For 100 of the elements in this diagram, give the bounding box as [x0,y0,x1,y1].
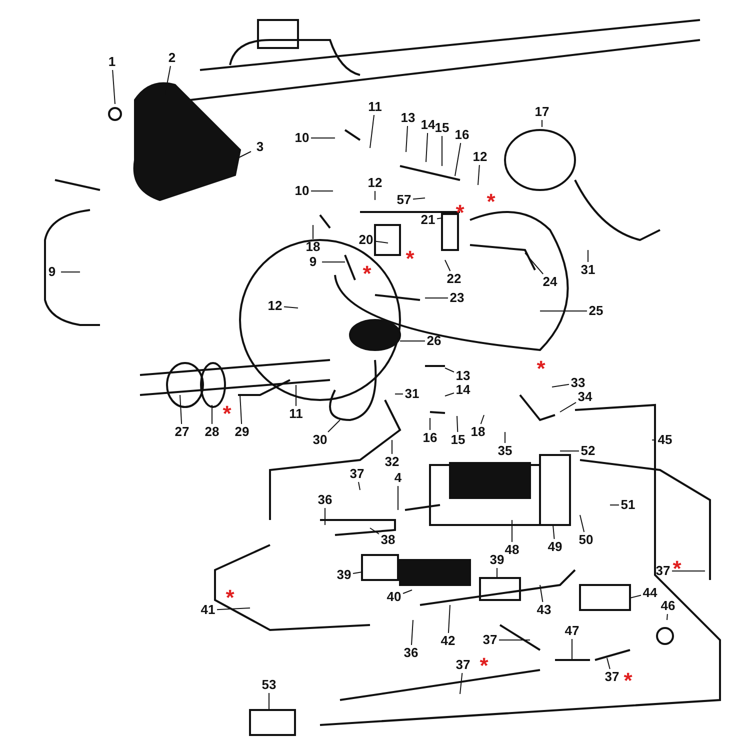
callout-number: 20 [358,233,374,247]
callout-number: 16 [422,431,438,445]
leader-line [540,310,588,312]
callout-number: 27 [174,425,190,439]
callout-number: 38 [380,533,396,547]
leader-line [370,528,380,534]
leader-line [312,224,314,240]
leader-line [216,608,250,610]
leader-line [400,340,426,342]
leader-line [284,306,298,308]
callout-number: 37 [454,658,472,672]
callout-number: 24 [542,275,558,289]
callout-number: 3 [255,140,265,154]
leader-line [448,604,450,634]
leader-line [310,190,334,192]
leader-line [560,402,576,412]
callout-number: 16 [454,128,470,142]
callout-number: 10 [294,184,310,198]
callout-number: 48 [504,543,520,557]
leader-line [630,594,642,598]
callout-number: 12 [366,176,384,190]
leader-line [672,570,706,572]
leader-line [240,394,242,424]
callout-number: 4 [393,471,403,485]
callout-number: 53 [260,678,278,692]
callout-number: 9 [47,265,57,279]
footnote-mark: * [362,264,372,283]
footnote-mark: * [672,560,682,578]
leader-line [402,590,412,594]
callout-number: 37 [348,467,366,481]
callout-number: 37 [654,564,672,578]
callout-number: 15 [450,433,466,447]
leader-line [460,672,463,694]
leader-line [370,114,375,148]
callout-number: 44 [642,586,658,600]
callout-number: 45 [656,433,674,447]
leader-line [444,260,451,272]
callout-number: 32 [384,455,400,469]
callout-number: 10 [294,131,310,145]
leader-line [456,416,458,432]
callout-number: 25 [588,304,604,318]
callout-number: 28 [204,425,220,439]
callout-number: 36 [316,493,334,507]
callout-number: 1 [107,55,117,69]
callout-number: 47 [564,624,580,638]
callout-number: 2 [167,51,177,65]
callout-number: 11 [288,407,304,421]
callout-number: 22 [446,272,462,286]
leader-line [412,198,426,200]
callout-number: 49 [546,540,564,554]
leader-line [480,414,484,424]
callout-number: 12 [472,150,488,164]
leader-line [436,218,442,220]
callout-number: 31 [404,387,420,401]
callout-number: 13 [400,111,416,125]
leader-line [540,584,544,602]
leader-line [444,368,454,372]
callout-number: 46 [660,599,676,613]
callout-number: 43 [536,603,552,617]
callout-number: 51 [620,498,636,512]
callout-number: 9 [308,255,318,269]
callout-number: 26 [426,334,442,348]
footnote-mark: * [486,192,496,211]
leader-line [328,420,340,432]
leader-line [524,252,544,274]
footnote-mark: * [222,404,232,423]
callout-number: 36 [402,646,420,660]
callout-number: 34 [576,390,594,404]
callout-number: 39 [336,568,352,582]
leader-line [406,126,408,152]
callout-number: 13 [454,369,472,383]
callout-number: 52 [580,444,596,458]
callout-number: 33 [570,376,586,390]
leader-line [580,514,585,532]
leader-line [610,504,620,506]
callout-number: 23 [448,291,466,305]
leader-line [238,151,252,158]
leader-line [454,142,462,176]
callout-number: 40 [386,590,402,604]
callout-number: 29 [234,425,250,439]
callout-number: 11 [367,100,383,114]
leader-line [324,508,326,526]
callout-number: 35 [496,444,514,458]
leader-line [180,394,182,424]
callout-number: 17 [534,105,550,119]
leader-line [112,70,116,104]
footnote-mark: * [536,360,546,378]
footnote-mark: * [480,656,488,675]
callout-number: 18 [470,425,486,439]
callout-number: 41 [200,603,216,617]
footnote-mark: * [624,672,632,690]
leader-line [552,384,570,388]
callout-number: 37 [482,633,498,647]
callout-number: 14 [454,383,472,397]
callout-number: 12 [266,299,284,313]
callout-number: 57 [396,193,412,207]
callout-number: 18 [304,240,322,254]
leader-line [352,572,362,574]
callout-number: 30 [312,433,328,447]
callout-number: 14 [420,118,436,132]
